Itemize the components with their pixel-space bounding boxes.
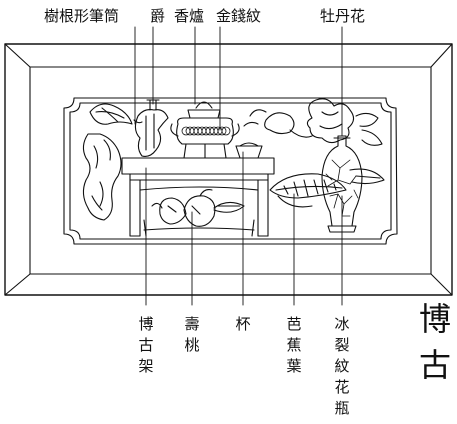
bottom-leader-lines [145,151,343,306]
top-leader-lines [134,26,343,137]
label-coin-pattern: 金錢紋 [216,7,262,25]
label-curio-shelf: 博古架 [138,315,154,375]
jue-wine-vessel [133,99,169,157]
label-tree-root-brush-pot: 樹根形筆筒 [44,7,120,25]
crackle-pattern [325,159,359,217]
peony-flowers [243,98,383,146]
curio-shelf [121,157,275,237]
label-peony: 牡丹花 [320,7,366,25]
label-jue: 爵 [150,7,166,25]
coin-pattern-band [181,126,231,136]
label-cup: 杯 [235,315,251,333]
side-title: 博古 [418,300,451,384]
tree-root-brush-pot [82,103,133,221]
outer-frame [4,43,453,296]
cup [235,142,263,159]
longevity-peaches [151,189,245,227]
inner-panel [63,97,398,245]
label-crackle-vase: 冰裂紋花瓶 [334,315,350,417]
label-peaches: 壽桃 [184,315,200,354]
incense-burner [170,101,240,159]
crackle-vase [321,135,363,233]
label-plantain-leaves: 芭蕉葉 [286,315,302,375]
label-incense-burner: 香爐 [174,7,205,25]
